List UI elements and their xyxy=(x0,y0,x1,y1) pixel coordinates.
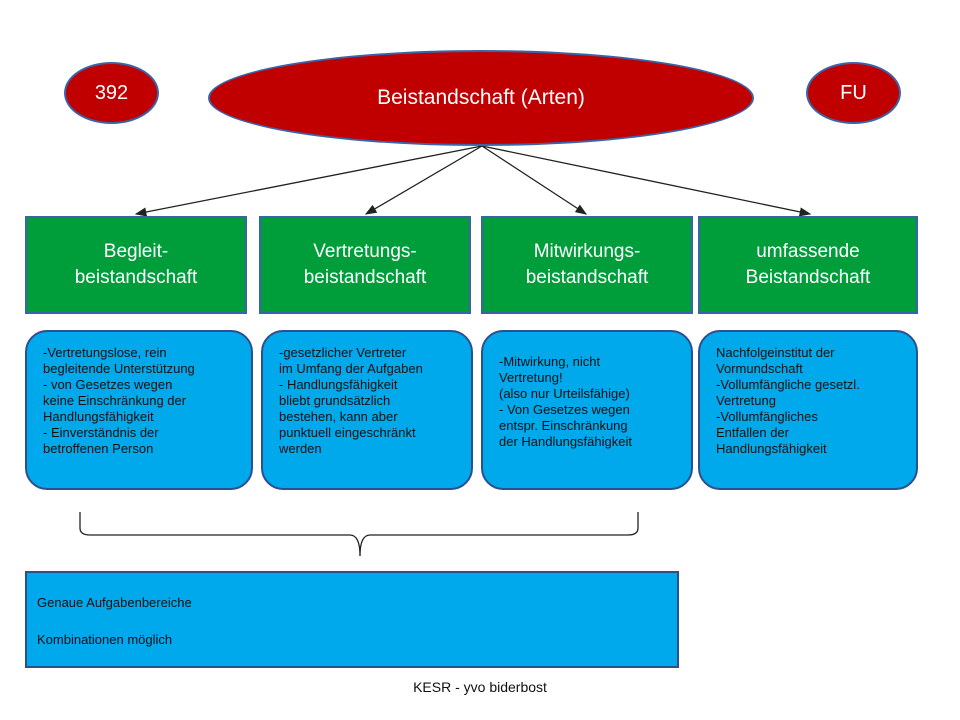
description-line: -gesetzlicher Vertreter xyxy=(279,345,407,360)
type-label-line: Beistandschaft xyxy=(745,267,871,288)
description-line: werden xyxy=(279,441,322,456)
description-line: bliebt grundsätzlich xyxy=(279,393,391,408)
description-line: -Mitwirkung, nicht xyxy=(499,354,601,369)
arrow-to-type-4 xyxy=(481,145,812,217)
description-line: Vertretung! xyxy=(499,370,563,385)
description-line: keine Einschränkung der xyxy=(43,393,187,408)
type-label-line: beistandschaft xyxy=(525,267,649,288)
description-line: Vertretung xyxy=(716,393,776,408)
description-line: (also nur Urteilsfähige) xyxy=(499,386,630,401)
description-line: - Von Gesetzes wegen xyxy=(499,402,630,417)
badge-right-label: FU xyxy=(840,81,867,104)
footer-credit: KESR - yvo biderbost xyxy=(413,679,547,695)
type-label-line: Vertretungs- xyxy=(313,241,417,262)
description-box-umfassende-beistandschaft: Nachfolgeinstitut der Vormundschaft -Vol… xyxy=(698,330,918,490)
type-label-line: Mitwirkungs- xyxy=(533,241,641,262)
note-line: Kombinationen möglich xyxy=(37,632,173,647)
type-box-umfassende-beistandschaft: umfassende Beistandschaft xyxy=(698,216,918,314)
badge-left-label: 392 xyxy=(94,81,129,104)
description-line: der Handlungsfähigkeit xyxy=(499,434,632,449)
description-box-begleitbeistandschaft: -Vertretungslose, rein begleitende Unter… xyxy=(25,330,253,490)
arrow-to-type-1 xyxy=(134,145,483,217)
type-box-begleitbeistandschaft: Begleit- beistandschaft xyxy=(25,216,247,314)
arrow-to-type-2 xyxy=(364,145,483,215)
description-line: Handlungsfähigkeit xyxy=(716,441,827,456)
notes-box: Genaue Aufgabenbereiche Kombinationen mö… xyxy=(25,571,679,668)
type-label-line: beistandschaft xyxy=(303,267,427,288)
description-line: - Einverständnis der xyxy=(43,425,159,440)
main-title-ellipse: Beistandschaft (Arten) xyxy=(208,50,754,146)
description-line: Handlungsfähigkeit xyxy=(43,409,154,424)
description-line: im Umfang der Aufgaben xyxy=(279,361,423,376)
description-line: -Vollumfängliches xyxy=(716,409,818,424)
description-line: Vormundschaft xyxy=(716,361,803,376)
type-box-mitwirkungsbeistandschaft: Mitwirkungs- beistandschaft xyxy=(481,216,693,314)
description-line: -Vertretungslose, rein xyxy=(43,345,167,360)
description-line: Nachfolgeinstitut der xyxy=(716,345,835,360)
description-line: - von Gesetzes wegen xyxy=(43,377,173,392)
description-line: punktuell eingeschränkt xyxy=(279,425,416,440)
note-line: Genaue Aufgabenbereiche xyxy=(37,595,192,610)
description-line: betroffenen Person xyxy=(43,441,154,456)
type-label-line: umfassende xyxy=(756,241,860,262)
description-line: entspr. Einschränkung xyxy=(499,418,628,433)
description-line: begleitende Unterstützung xyxy=(43,361,195,376)
description-line: -Vollumfängliche gesetzl. xyxy=(716,377,860,392)
description-box-mitwirkungsbeistandschaft: -Mitwirkung, nicht Vertretung! (also nur… xyxy=(481,330,693,490)
grouping-brace xyxy=(79,512,639,557)
type-label-line: beistandschaft xyxy=(74,267,198,288)
description-box-vertretungsbeistandschaft: -gesetzlicher Vertreter im Umfang der Au… xyxy=(261,330,473,490)
description-line: - Handlungsfähigkeit xyxy=(279,377,398,392)
type-box-vertretungsbeistandschaft: Vertretungs- beistandschaft xyxy=(259,216,471,314)
main-title: Beistandschaft (Arten) xyxy=(377,86,585,109)
arrow-to-type-3 xyxy=(481,145,588,215)
description-line: bestehen, kann aber xyxy=(279,409,398,424)
type-label-line: Begleit- xyxy=(103,241,169,262)
badge-fu: FU xyxy=(806,62,901,124)
description-line: Entfallen der xyxy=(716,425,789,440)
badge-392: 392 xyxy=(64,62,159,124)
